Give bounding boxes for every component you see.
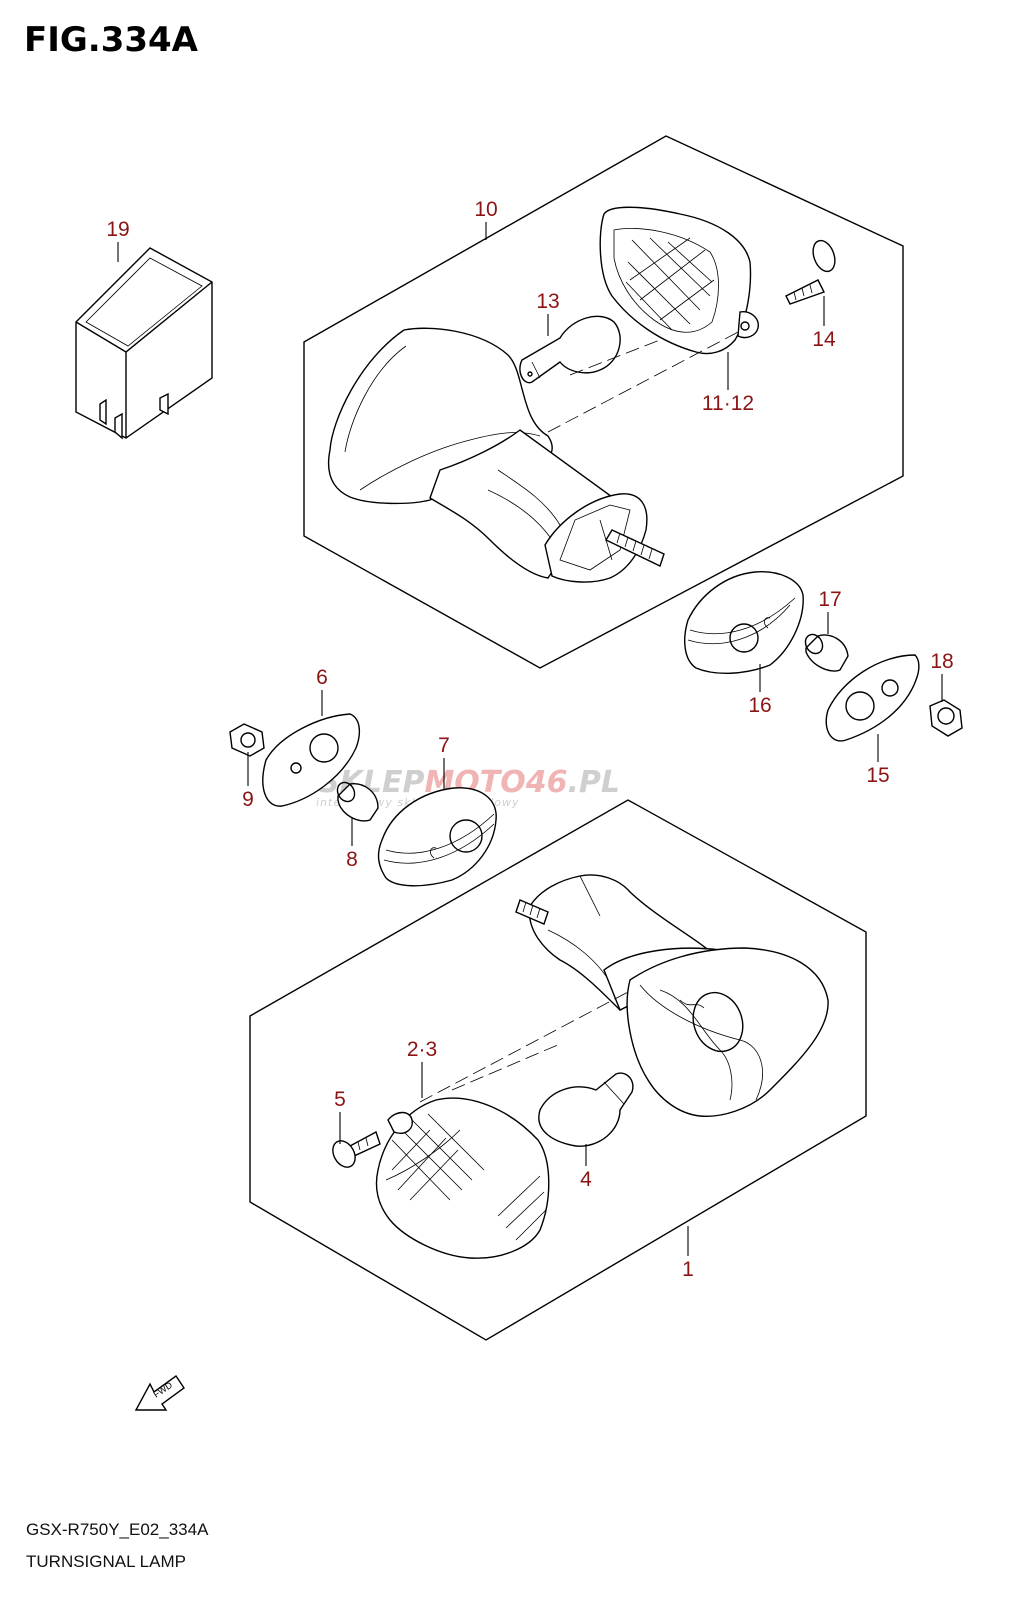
- lower-bulb: [538, 1072, 634, 1147]
- callout-6: 6: [316, 666, 328, 689]
- callout-9: 9: [242, 788, 254, 811]
- callout-14: 14: [812, 328, 836, 351]
- callout-18: 18: [930, 650, 953, 673]
- callout-1: 1: [682, 1258, 694, 1281]
- upper-bulb: [519, 315, 621, 384]
- callout-15: 15: [866, 764, 889, 787]
- figure-name: TURNSIGNAL LAMP: [26, 1552, 186, 1571]
- upper-nut: [929, 699, 963, 737]
- model-code: GSX-R750Y_E02_334A: [26, 1520, 209, 1539]
- callout-11-12: 11·12: [702, 392, 754, 415]
- lower-lens: [375, 1097, 550, 1259]
- callout-labels: 10 19 13 14 11·12 17 16 18 15 6 9 7 8 2·…: [106, 198, 953, 1281]
- upper-screw: [785, 239, 836, 305]
- callout-19: 19: [106, 218, 129, 241]
- lower-screw: [332, 1130, 381, 1168]
- left-rubber-cushion: [377, 787, 497, 887]
- upper-lamp-housing: [327, 327, 665, 583]
- callout-13: 13: [536, 290, 559, 313]
- callout-2-3: 2·3: [407, 1038, 437, 1061]
- relay-unit: [75, 247, 213, 440]
- callout-5: 5: [334, 1088, 346, 1111]
- lower-lamp-housing: [515, 874, 829, 1117]
- left-plate: [262, 713, 361, 807]
- upper-collar: [804, 633, 849, 672]
- callout-16: 16: [748, 694, 771, 717]
- figure-title: FIG.334A: [24, 20, 198, 60]
- left-nut: [229, 723, 265, 757]
- upper-plate: [825, 654, 920, 742]
- callout-7: 7: [438, 734, 450, 757]
- upper-lens: [599, 206, 759, 355]
- upper-assembly-frame: [303, 135, 904, 669]
- left-collar: [336, 781, 379, 822]
- callout-17: 17: [818, 588, 841, 611]
- watermark-brand-gray-2: .PL: [568, 765, 621, 800]
- callout-10: 10: [474, 198, 497, 221]
- forward-direction-arrow: FWD: [134, 1375, 185, 1411]
- callout-8: 8: [346, 848, 358, 871]
- callout-4: 4: [580, 1168, 592, 1191]
- leader-lines: [117, 222, 943, 1256]
- lower-assembly-frame: [249, 799, 867, 1341]
- upper-rubber-cushion: [684, 571, 804, 675]
